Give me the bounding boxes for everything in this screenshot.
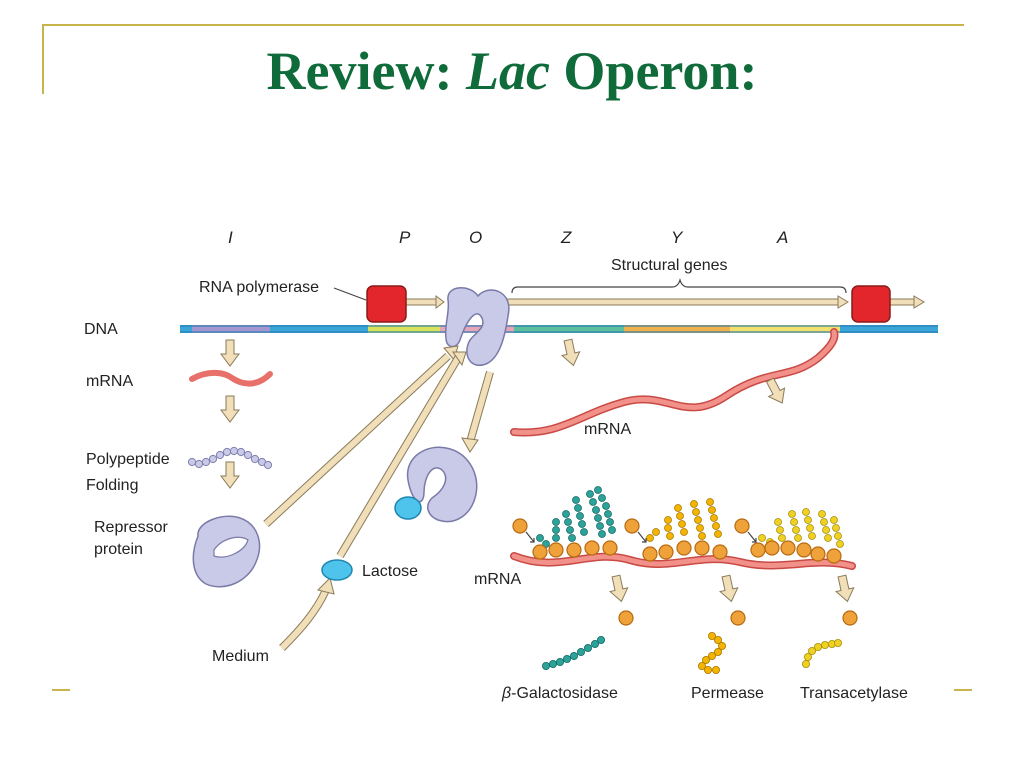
galactosidase-protein bbox=[542, 636, 606, 671]
rna-polymerase-label: RNA polymerase bbox=[199, 279, 319, 296]
title-italic: Lac bbox=[465, 41, 550, 101]
polysome-mrna bbox=[511, 553, 855, 569]
structural-genes-bracket bbox=[511, 277, 847, 294]
galactosidase-nascent-chains bbox=[536, 486, 616, 548]
repressor-label-line1: Repressor bbox=[94, 519, 168, 536]
mrna-right-strand-outline bbox=[510, 328, 839, 437]
title-suffix: Operon: bbox=[549, 41, 758, 101]
medium-label: Medium bbox=[212, 648, 269, 665]
gene-letter-p: P bbox=[399, 228, 411, 247]
rna-polymerase-leader bbox=[333, 287, 367, 301]
lactose-free-icon bbox=[321, 559, 353, 581]
ribosomes bbox=[512, 518, 842, 564]
galactosidase-label: β-Galactosidase bbox=[501, 685, 618, 702]
mrna-left-strand bbox=[189, 369, 273, 387]
mrna-right-label: mRNA bbox=[584, 421, 631, 438]
transacetylase-nascent-chains bbox=[758, 508, 844, 548]
footer-right-rule bbox=[954, 689, 972, 691]
gene-letter-z: Z bbox=[560, 228, 572, 247]
lactose-label: Lactose bbox=[362, 563, 418, 580]
arrow-dna-to-mrna-right bbox=[558, 337, 583, 368]
arrow-release-galactosidase bbox=[606, 573, 631, 604]
ribosome-entry-arrows bbox=[525, 531, 757, 543]
free-ribosome-1 bbox=[618, 610, 634, 626]
transcription-arrow-1 bbox=[405, 295, 445, 309]
permease-label: Permease bbox=[691, 685, 764, 702]
arrow-repressor-to-operator bbox=[263, 345, 459, 527]
transacetylase-protein bbox=[802, 639, 843, 669]
gene-letter-y: Y bbox=[671, 228, 684, 247]
transcription-arrow-3 bbox=[889, 295, 925, 309]
permease-protein bbox=[698, 632, 727, 675]
frame-left-rule bbox=[42, 24, 44, 94]
polypeptide-chain bbox=[187, 446, 273, 470]
free-ribosome-2 bbox=[730, 610, 746, 626]
arrow-mrna-to-polypeptide bbox=[220, 395, 240, 423]
transcription-arrow-2 bbox=[473, 295, 849, 309]
structural-genes-label: Structural genes bbox=[611, 257, 728, 274]
rna-polymerase-box-promoter bbox=[366, 285, 407, 323]
arrow-dna-to-mrna bbox=[220, 339, 240, 367]
beta-symbol: β bbox=[501, 685, 511, 702]
arrow-polypeptide-to-repressor bbox=[220, 461, 240, 489]
gene-letter-i: I bbox=[228, 228, 233, 247]
footer-left-rule bbox=[52, 689, 70, 691]
arrow-operator-to-inactive-repressor bbox=[461, 370, 494, 453]
frame-top-rule bbox=[42, 24, 964, 26]
mrna-ribosome-label: mRNA bbox=[474, 571, 521, 588]
permease-nascent-chains bbox=[646, 498, 722, 542]
arrow-release-transacetylase bbox=[832, 573, 857, 604]
galactosidase-text: -Galactosidase bbox=[511, 685, 618, 702]
repressor-lactose-complex bbox=[406, 446, 478, 523]
polypeptide-label: Polypeptide bbox=[86, 451, 170, 468]
dna-strand bbox=[180, 325, 938, 333]
lactose-bound-icon bbox=[394, 496, 422, 520]
arrow-lactose-to-operator bbox=[336, 351, 467, 559]
title-prefix: Review: bbox=[266, 41, 466, 101]
arrow-medium-to-lactose bbox=[279, 577, 335, 651]
mrna-left-label: mRNA bbox=[86, 373, 133, 390]
repressor-protein-free bbox=[192, 515, 261, 588]
repressor-label-line2: protein bbox=[94, 541, 143, 558]
transacetylase-label: Transacetylase bbox=[800, 685, 908, 702]
arrow-release-permease bbox=[716, 573, 741, 604]
free-ribosome-3 bbox=[842, 610, 858, 626]
mrna-right-strand bbox=[511, 329, 837, 435]
repressor-on-operator bbox=[444, 287, 510, 367]
gene-letter-a: A bbox=[776, 228, 788, 247]
slide-title: Review: Lac Operon: bbox=[0, 40, 1024, 102]
gene-letter-o: O bbox=[469, 228, 482, 247]
folding-label: Folding bbox=[86, 477, 138, 494]
dna-label: DNA bbox=[84, 321, 118, 338]
rna-polymerase-box-end bbox=[851, 285, 891, 323]
